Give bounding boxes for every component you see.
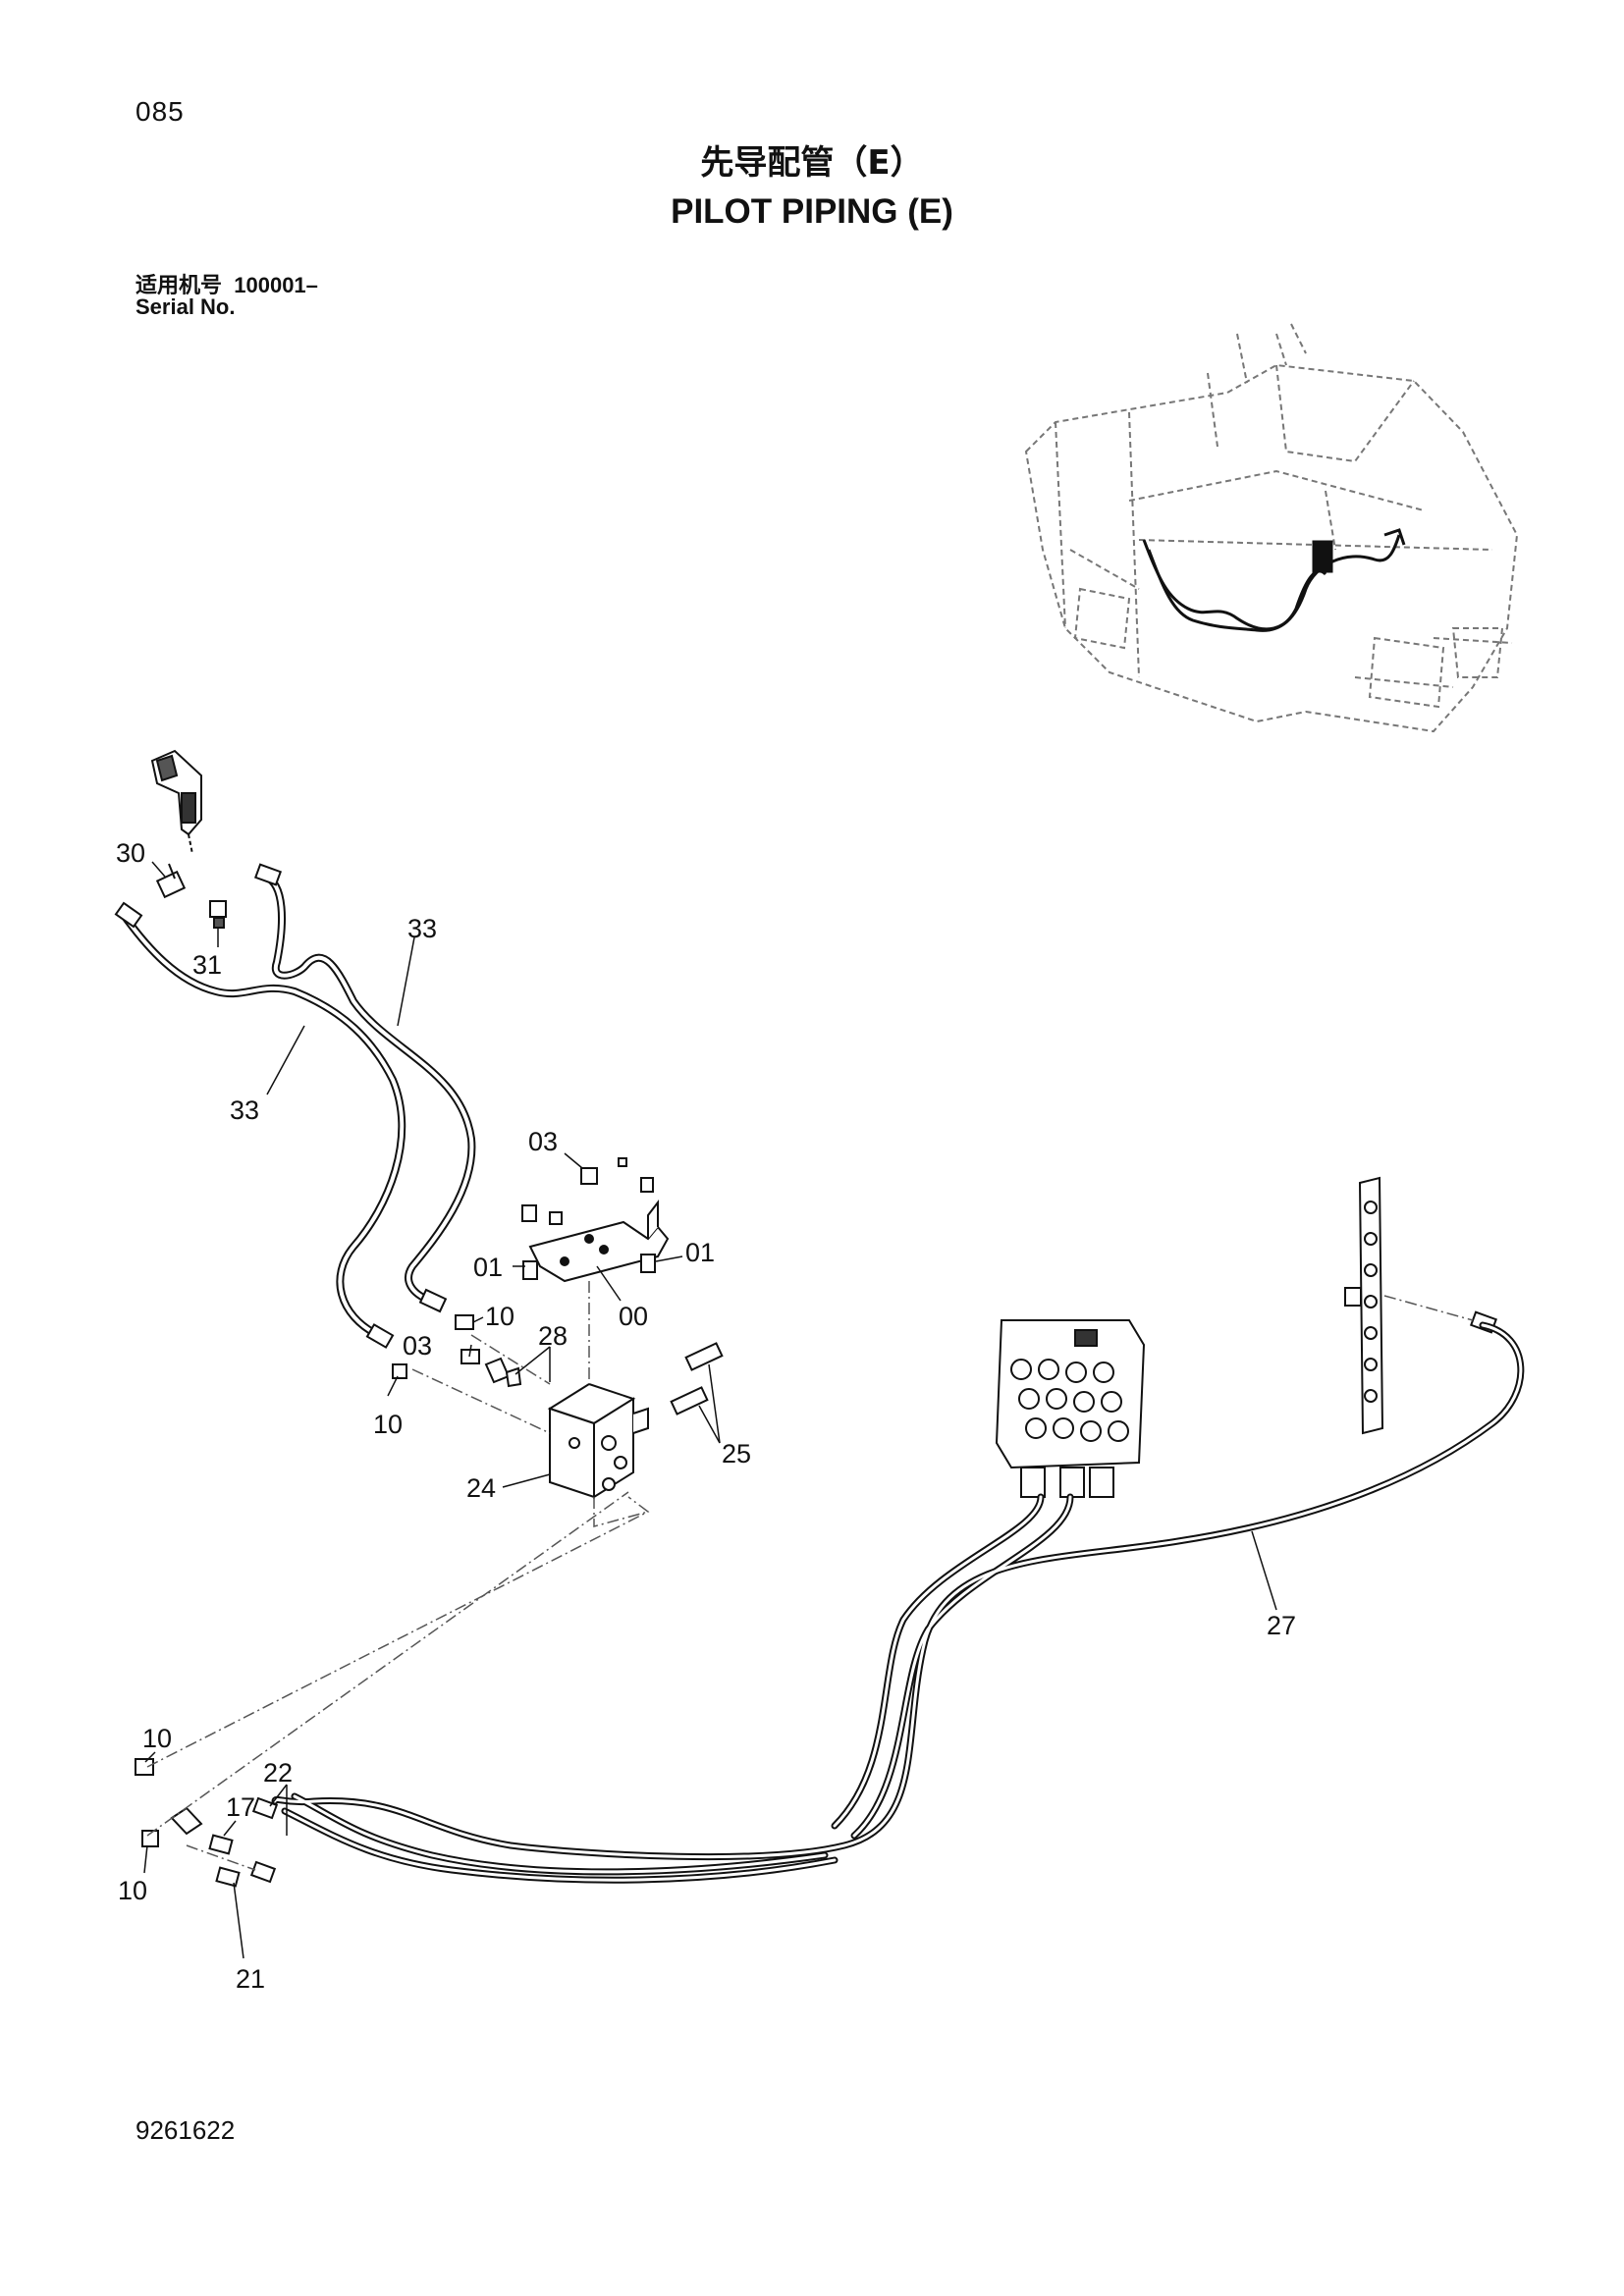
machine-overview: [1024, 323, 1519, 733]
serial-block: 适用机号 100001– Serial No.: [135, 275, 318, 318]
callout-28: 28: [538, 1321, 568, 1351]
page-number: 085: [135, 96, 185, 127]
callouts: 30 31 33 33 03 01 01 00 10 03 28 10 25 2…: [116, 838, 1296, 1994]
machine-overview-piping: [1142, 528, 1406, 632]
callout-27: 27: [1267, 1611, 1296, 1640]
callout-01-left: 01: [473, 1253, 503, 1282]
callout-21: 21: [236, 1964, 265, 1994]
callout-17: 17: [226, 1792, 255, 1822]
callout-10-bottom-left: 10: [118, 1876, 147, 1905]
lower-fittings: [135, 1758, 279, 1888]
callout-33-upper: 33: [407, 914, 437, 943]
callout-00: 00: [619, 1302, 648, 1331]
bracket-00: [528, 1200, 670, 1283]
pedal-valve: [150, 749, 202, 855]
callout-10-block: 10: [373, 1410, 403, 1439]
hose-27-inner: [273, 1323, 1523, 1882]
hose-ends-33: [114, 863, 448, 1349]
hose-33-inner: [124, 875, 474, 1337]
callout-10-top-left: 10: [142, 1724, 172, 1753]
fitting-30: [155, 863, 187, 899]
callout-24: 24: [466, 1473, 496, 1503]
leader-lines: [143, 861, 1277, 1959]
serial-label-cn: 适用机号: [135, 273, 223, 297]
bolts-bracket: [521, 1157, 656, 1280]
hose-33: [122, 873, 476, 1339]
serial-range: 100001–: [234, 273, 318, 297]
callout-22: 22: [263, 1758, 293, 1788]
fitting-31: [209, 900, 227, 929]
page-title-cn: 先导配管（E）: [700, 143, 924, 183]
adapters-25: [670, 1342, 724, 1415]
callout-31: 31: [192, 950, 222, 980]
pilot-control-valve: [995, 1319, 1146, 1498]
document-number: 9261622: [135, 2115, 236, 2145]
callout-33-lower: 33: [230, 1095, 259, 1125]
page-title-en: PILOT PIPING (E): [671, 192, 953, 231]
connection-lines: [146, 1281, 1474, 1871]
callout-30: 30: [116, 838, 145, 868]
callout-25: 25: [722, 1439, 751, 1468]
valve-block-24: [547, 1382, 649, 1499]
serial-label-en: Serial No.: [135, 294, 236, 319]
callout-03-lower: 03: [403, 1331, 432, 1361]
callout-10-upper: 10: [485, 1302, 514, 1331]
callout-03-upper: 03: [528, 1127, 558, 1156]
callout-01-right: 01: [685, 1238, 715, 1267]
